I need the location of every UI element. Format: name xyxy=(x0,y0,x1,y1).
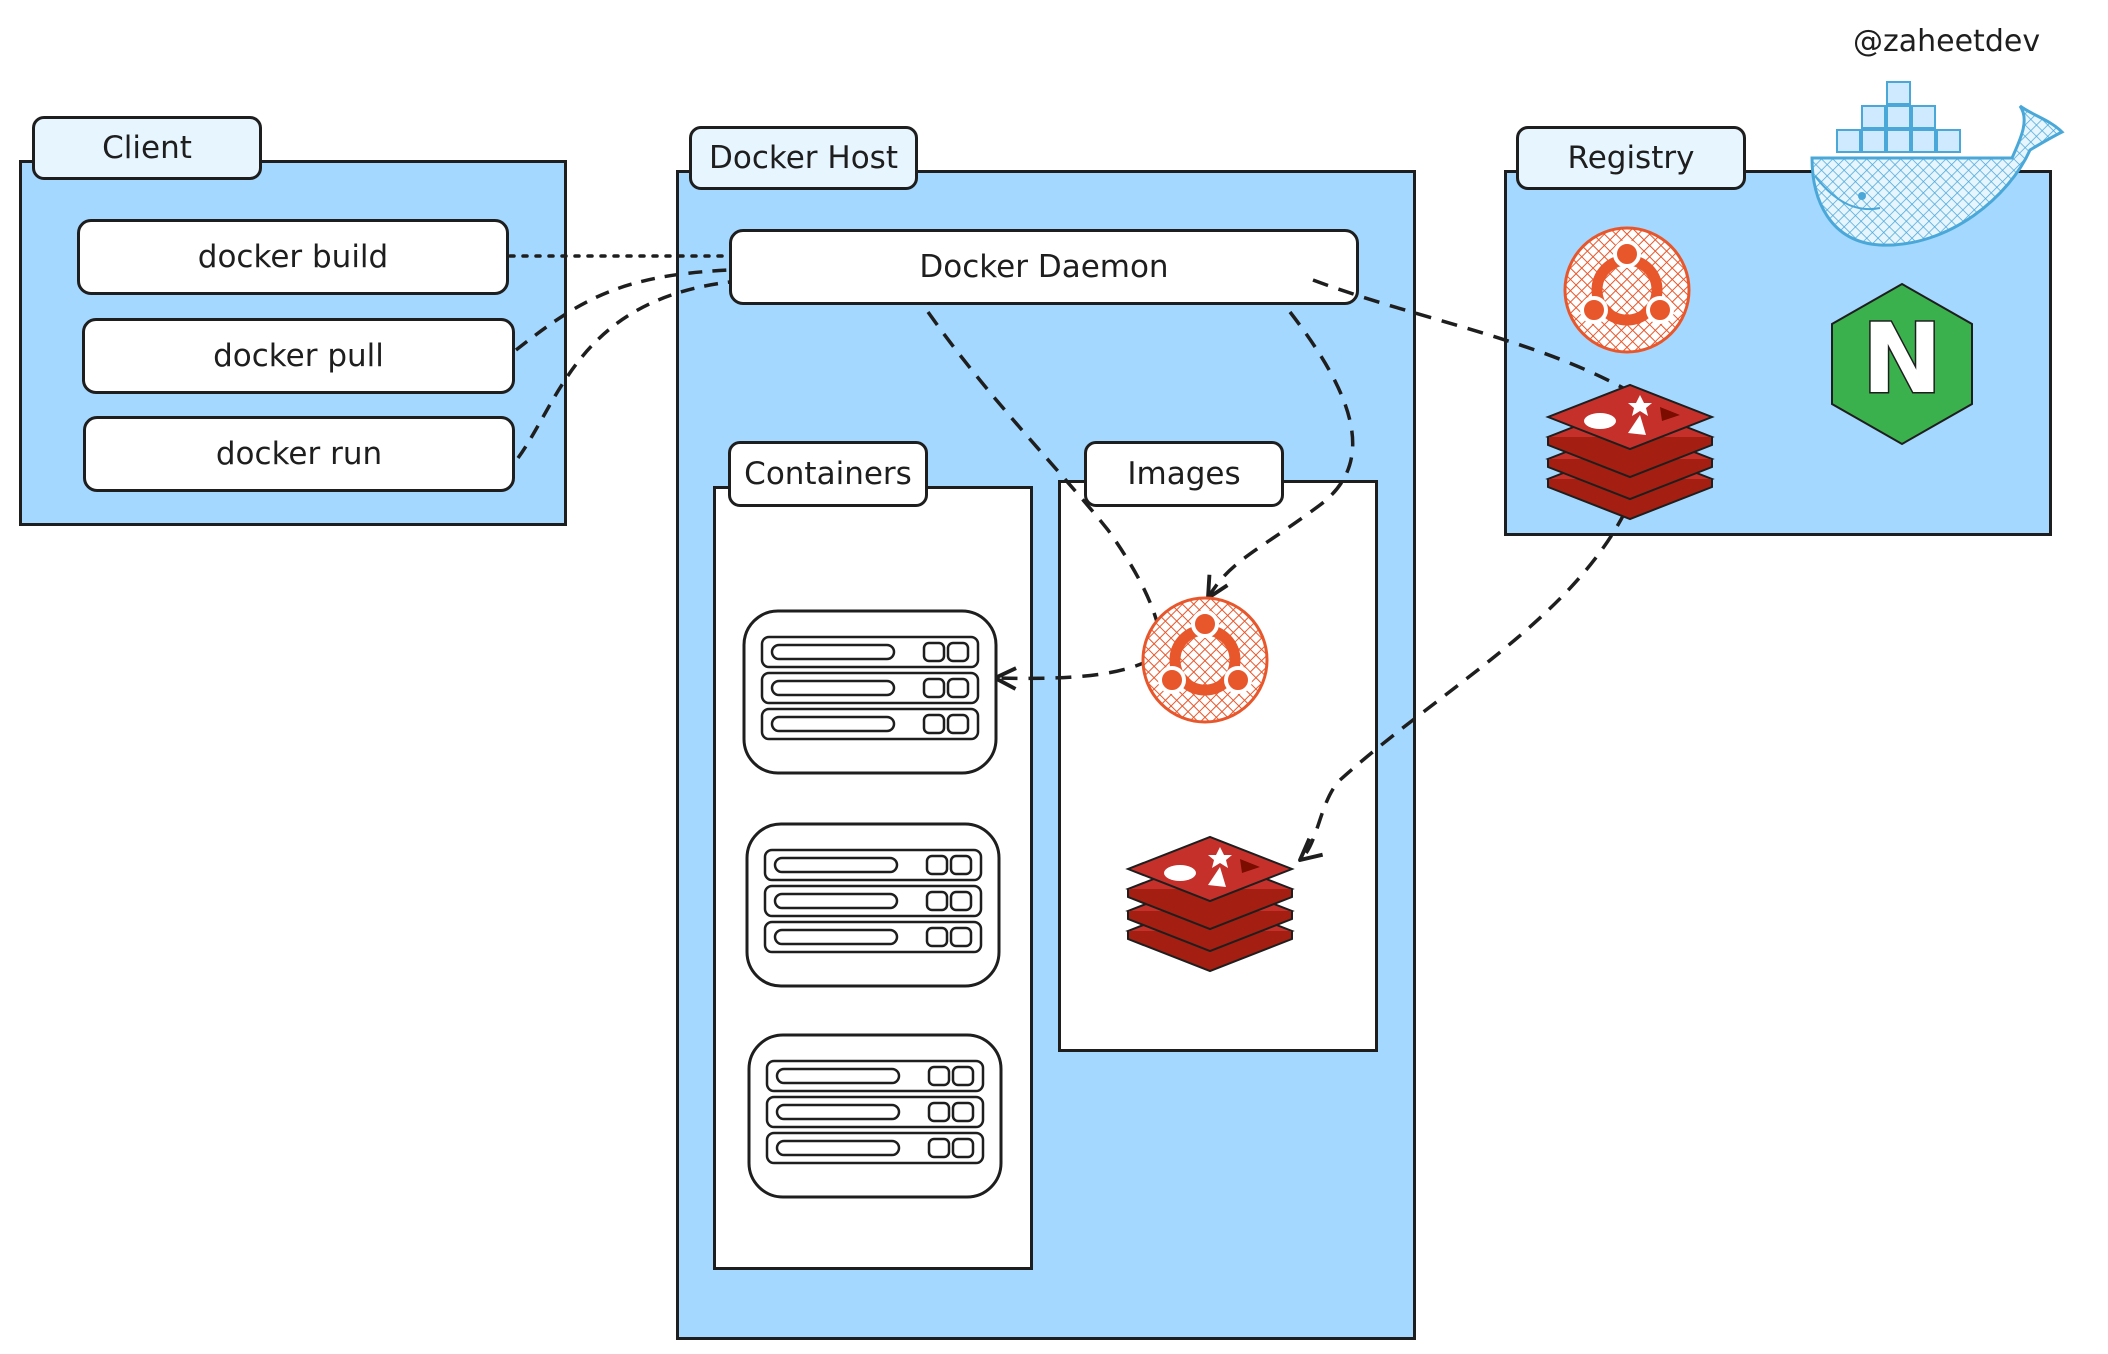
containers-title: Containers xyxy=(728,441,928,507)
server-rack-icon xyxy=(742,609,998,775)
pull-connector xyxy=(514,268,731,352)
docker-pull-command[interactable]: docker pull xyxy=(82,318,515,394)
nginx-logo-icon: N xyxy=(1831,282,1973,446)
ubuntu-logo-icon xyxy=(1143,598,1267,722)
redis-logo-icon xyxy=(1547,384,1713,520)
images-title: Images xyxy=(1084,441,1284,507)
daemon-to-registry-connector xyxy=(1312,278,1633,395)
server-rack-icon xyxy=(745,822,1001,988)
docker-daemon[interactable]: Docker Daemon xyxy=(729,229,1359,305)
docker-whale-icon xyxy=(1810,81,2065,247)
ubuntu-to-container-connector xyxy=(993,658,1151,691)
daemon-to-ubuntu-pull-connector xyxy=(1206,310,1355,600)
redis-logo-icon xyxy=(1127,836,1293,972)
docker-build-command[interactable]: docker build xyxy=(77,219,509,295)
server-rack-icon xyxy=(747,1033,1003,1199)
author-handle: @zaheetdev xyxy=(1853,24,2041,59)
daemon-to-ubuntu-run-connector xyxy=(926,310,1164,651)
registry-title: Registry xyxy=(1516,126,1746,190)
docker-host-title: Docker Host xyxy=(689,126,918,190)
docker-run-command[interactable]: docker run xyxy=(83,416,515,492)
svg-text:N: N xyxy=(1862,303,1942,415)
client-title: Client xyxy=(32,116,262,180)
ubuntu-logo-icon xyxy=(1565,228,1689,352)
registry-to-redis-image-connector xyxy=(1298,511,1627,862)
run-connector xyxy=(516,280,731,460)
